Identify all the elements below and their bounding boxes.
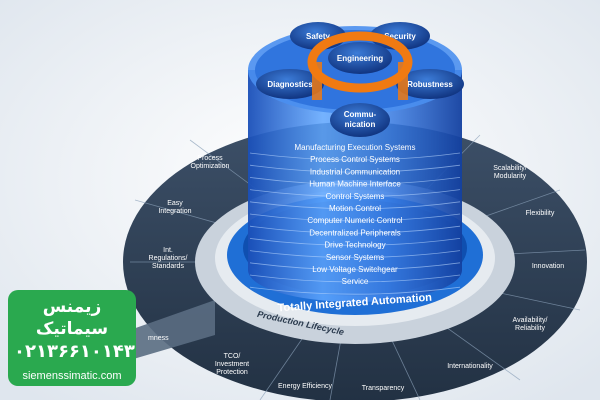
- layer-label: Drive Technology: [324, 241, 385, 250]
- layer-label: Sensor Systems: [326, 253, 384, 262]
- layer-divider: [249, 286, 461, 295]
- disc-safety-label: Safety: [306, 32, 331, 41]
- disc-communication: Commu- nication: [330, 103, 390, 137]
- disc-security-label: Security: [384, 32, 416, 41]
- disc-diagnostics: Diagnostics: [256, 69, 324, 99]
- layer-label: Human Machine Interface: [309, 180, 401, 189]
- layer-divider: [249, 262, 461, 271]
- layer-divider: [249, 189, 461, 197]
- layer-divider: [249, 274, 461, 283]
- disc-robustness: Robustness: [396, 69, 464, 99]
- brand-phone: ۰۲۱۳۶۶۱۰۱۴۳: [14, 341, 135, 362]
- disc-diagnostics-label: Diagnostics: [267, 80, 313, 89]
- layer-divider: [249, 225, 461, 234]
- sector-energy-efficiency: Energy Efficiency: [278, 383, 332, 390]
- layer-label: Motion Control: [329, 204, 381, 213]
- top-discs: Safety Security Diagnostics Robustness E…: [256, 22, 464, 137]
- disc-engineering-label: Engineering: [337, 54, 383, 63]
- sector-int-regulations: Int.Regulations/Standards: [149, 247, 188, 270]
- sector-transparency: Transparency: [362, 385, 405, 392]
- layer-divider: [249, 152, 461, 161]
- brand-name: زیمنس سیماتیک: [35, 297, 109, 339]
- layer-label: Manufacturing Execution Systems: [295, 143, 416, 152]
- disc-communication-label-1: Commu-: [344, 110, 377, 119]
- layer-label: Service: [342, 277, 369, 286]
- sector-availability: Availability/Reliability: [513, 317, 548, 332]
- layer-label: Process Control Systems: [310, 155, 400, 164]
- layer-label: Low Voltage Switchgear: [312, 265, 398, 274]
- disc-engineering: Engineering: [307, 31, 413, 100]
- layer-label: Industrial Communication: [310, 167, 400, 176]
- disc-communication-label-2: nication: [345, 120, 376, 129]
- layer-divider: [249, 213, 461, 222]
- brand-watermark: زیمنس سیماتیک ۰۲۱۳۶۶۱۰۱۴۳ siemenssimatic…: [8, 290, 136, 386]
- layer-divider: [249, 238, 461, 246]
- layer-divider: [249, 250, 461, 258]
- layer-label: Computer Numeric Control: [307, 216, 402, 225]
- layer-label: Decentralized Peripherals: [309, 228, 401, 237]
- sector-scalability: Scalability/Modularity: [493, 165, 527, 180]
- layer-divider: [249, 164, 461, 173]
- brand-site: siemenssimatic.com: [22, 370, 122, 382]
- layer-divider: [249, 201, 461, 210]
- layer-label: Control Systems: [326, 192, 385, 201]
- layer-divider: [249, 177, 461, 185]
- disc-robustness-label: Robustness: [407, 80, 453, 89]
- sector-mness: mness: [148, 335, 169, 342]
- sector-flexibility: Flexibility: [526, 210, 555, 217]
- sector-internationality: Internationality: [447, 363, 493, 370]
- sector-innovation: Innovation: [532, 263, 564, 270]
